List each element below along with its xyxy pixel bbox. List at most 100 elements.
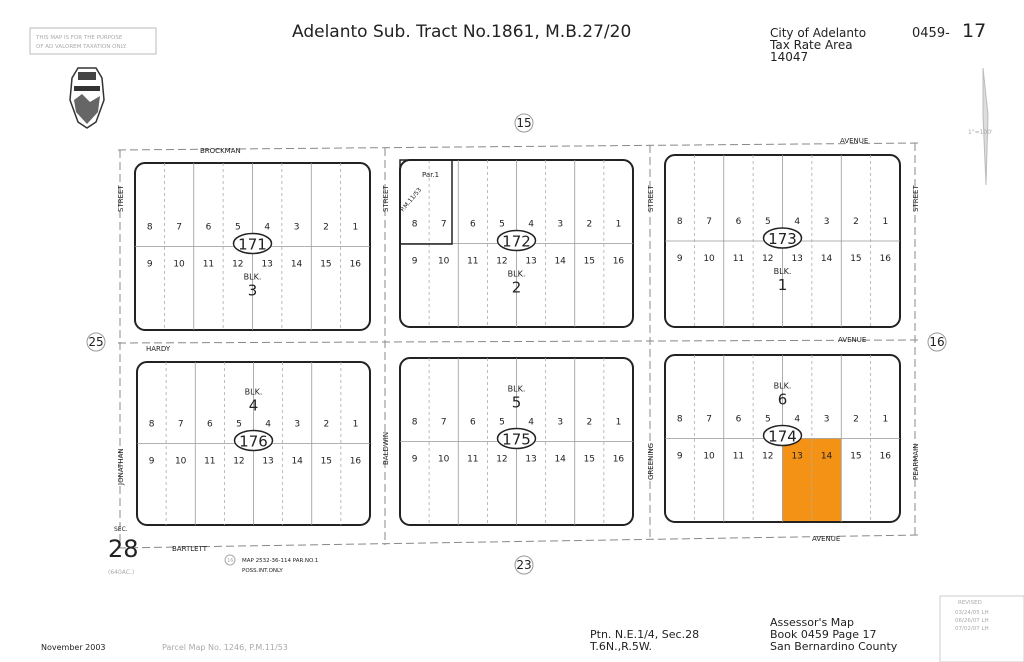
lot-number[interactable]: 2 [323, 420, 329, 430]
lot-number[interactable]: 13 [262, 457, 273, 467]
lot-number[interactable]: 4 [528, 220, 534, 230]
lot-number[interactable]: 9 [147, 260, 153, 270]
lot-number[interactable]: 12 [496, 455, 507, 465]
lot-number[interactable]: 1 [616, 220, 622, 230]
lot-number[interactable]: 5 [765, 217, 771, 227]
lot-number[interactable]: 13 [525, 257, 536, 267]
lot-number[interactable]: 8 [412, 220, 418, 230]
lot-number[interactable]: 4 [794, 415, 800, 425]
highlighted-lot-14[interactable] [811, 438, 842, 522]
lot-number[interactable]: 15 [850, 254, 861, 264]
lot-number[interactable]: 3 [824, 217, 830, 227]
lot-number[interactable]: 2 [586, 220, 592, 230]
lot-number[interactable]: 10 [175, 457, 187, 467]
lot-number[interactable]: 8 [412, 418, 418, 428]
lot-number[interactable]: 1 [882, 415, 888, 425]
lot-number[interactable]: 16 [350, 457, 362, 467]
lot-number[interactable]: 1 [882, 217, 888, 227]
lot-number[interactable]: 4 [264, 223, 270, 233]
lot-number[interactable]: 9 [677, 254, 683, 264]
lot-number[interactable]: 14 [821, 254, 833, 264]
lot-number[interactable]: 14 [291, 457, 303, 467]
lot-number[interactable]: 1 [616, 418, 622, 428]
lot-number[interactable]: 12 [233, 457, 244, 467]
lot-number[interactable]: 2 [323, 223, 329, 233]
lot-number[interactable]: 11 [203, 260, 214, 270]
lot-number[interactable]: 5 [499, 418, 505, 428]
lot-number[interactable]: 5 [499, 220, 505, 230]
lot-number[interactable]: 5 [765, 415, 771, 425]
lot-number[interactable]: 6 [207, 420, 213, 430]
lot-number[interactable]: 10 [438, 257, 450, 267]
lot-number[interactable]: 7 [706, 415, 712, 425]
lot-number[interactable]: 2 [586, 418, 592, 428]
lot-number[interactable]: 4 [265, 420, 271, 430]
lot-number[interactable]: 3 [557, 418, 563, 428]
lot-number[interactable]: 1 [352, 223, 358, 233]
lot-number[interactable]: 7 [176, 223, 182, 233]
lot-number[interactable]: 2 [853, 217, 859, 227]
lot-number[interactable]: 4 [528, 418, 534, 428]
lot-number[interactable]: 13 [261, 260, 272, 270]
page-badge [232, 232, 273, 255]
section-label: SEC. [114, 526, 128, 533]
lot-number[interactable]: 11 [467, 257, 478, 267]
lot-number[interactable]: 14 [554, 257, 566, 267]
lot-number[interactable]: 12 [232, 260, 243, 270]
lot-number[interactable]: 15 [584, 455, 595, 465]
lot-number[interactable]: 7 [441, 418, 447, 428]
lot-number[interactable]: 15 [320, 260, 331, 270]
lot-number[interactable]: 7 [441, 220, 447, 230]
lot-number[interactable]: 6 [206, 223, 212, 233]
lot-number[interactable]: 3 [294, 223, 300, 233]
lot-number[interactable]: 6 [470, 418, 476, 428]
lot-number[interactable]: 13 [525, 455, 536, 465]
lot-number[interactable]: 3 [824, 415, 830, 425]
lot-number[interactable]: 15 [850, 452, 861, 462]
lot-number[interactable]: 9 [412, 257, 418, 267]
lot-number[interactable]: 3 [557, 220, 563, 230]
lot-number[interactable]: 14 [554, 455, 566, 465]
lot-number[interactable]: 8 [147, 223, 153, 233]
lot-number[interactable]: 1 [353, 420, 359, 430]
lot-number[interactable]: 8 [149, 420, 155, 430]
lot-number[interactable]: 15 [584, 257, 595, 267]
lot-number[interactable]: 10 [703, 254, 715, 264]
lot-number[interactable]: 9 [677, 452, 683, 462]
lot-number[interactable]: 9 [412, 455, 418, 465]
lot-number[interactable]: 11 [204, 457, 215, 467]
lot-number[interactable]: 15 [321, 457, 332, 467]
lot-number[interactable]: 16 [613, 257, 625, 267]
lot-number[interactable]: 11 [733, 452, 744, 462]
lot-number[interactable]: 8 [677, 415, 683, 425]
lot-number[interactable]: 7 [706, 217, 712, 227]
lot-number[interactable]: 16 [613, 455, 625, 465]
lot-number[interactable]: 13 [791, 452, 802, 462]
lot-number[interactable]: 10 [703, 452, 715, 462]
lot-number[interactable]: 2 [853, 415, 859, 425]
lot-number[interactable]: 12 [762, 254, 773, 264]
lot-number[interactable]: 8 [677, 217, 683, 227]
lot-number[interactable]: 5 [235, 223, 241, 233]
lot-number[interactable]: 6 [736, 415, 742, 425]
lot-number[interactable]: 12 [762, 452, 773, 462]
lot-number[interactable]: 4 [794, 217, 800, 227]
lot-number[interactable]: 11 [467, 455, 478, 465]
lot-number[interactable]: 9 [149, 457, 155, 467]
lot-number[interactable]: 16 [880, 452, 892, 462]
lot-number[interactable]: 3 [294, 420, 300, 430]
lot-number[interactable]: 12 [496, 257, 507, 267]
lot-number[interactable]: 5 [236, 420, 242, 430]
lot-number[interactable]: 7 [178, 420, 184, 430]
lot-number[interactable]: 10 [438, 455, 450, 465]
lot-number[interactable]: 16 [350, 260, 362, 270]
highlighted-lot-13[interactable] [782, 438, 812, 522]
lot-number[interactable]: 13 [791, 254, 802, 264]
lot-number[interactable]: 11 [733, 254, 744, 264]
lot-number[interactable]: 14 [291, 260, 303, 270]
lot-number[interactable]: 16 [880, 254, 892, 264]
lot-number[interactable]: 14 [821, 452, 833, 462]
lot-number[interactable]: 10 [173, 260, 185, 270]
lot-number[interactable]: 6 [736, 217, 742, 227]
lot-number[interactable]: 6 [470, 220, 476, 230]
